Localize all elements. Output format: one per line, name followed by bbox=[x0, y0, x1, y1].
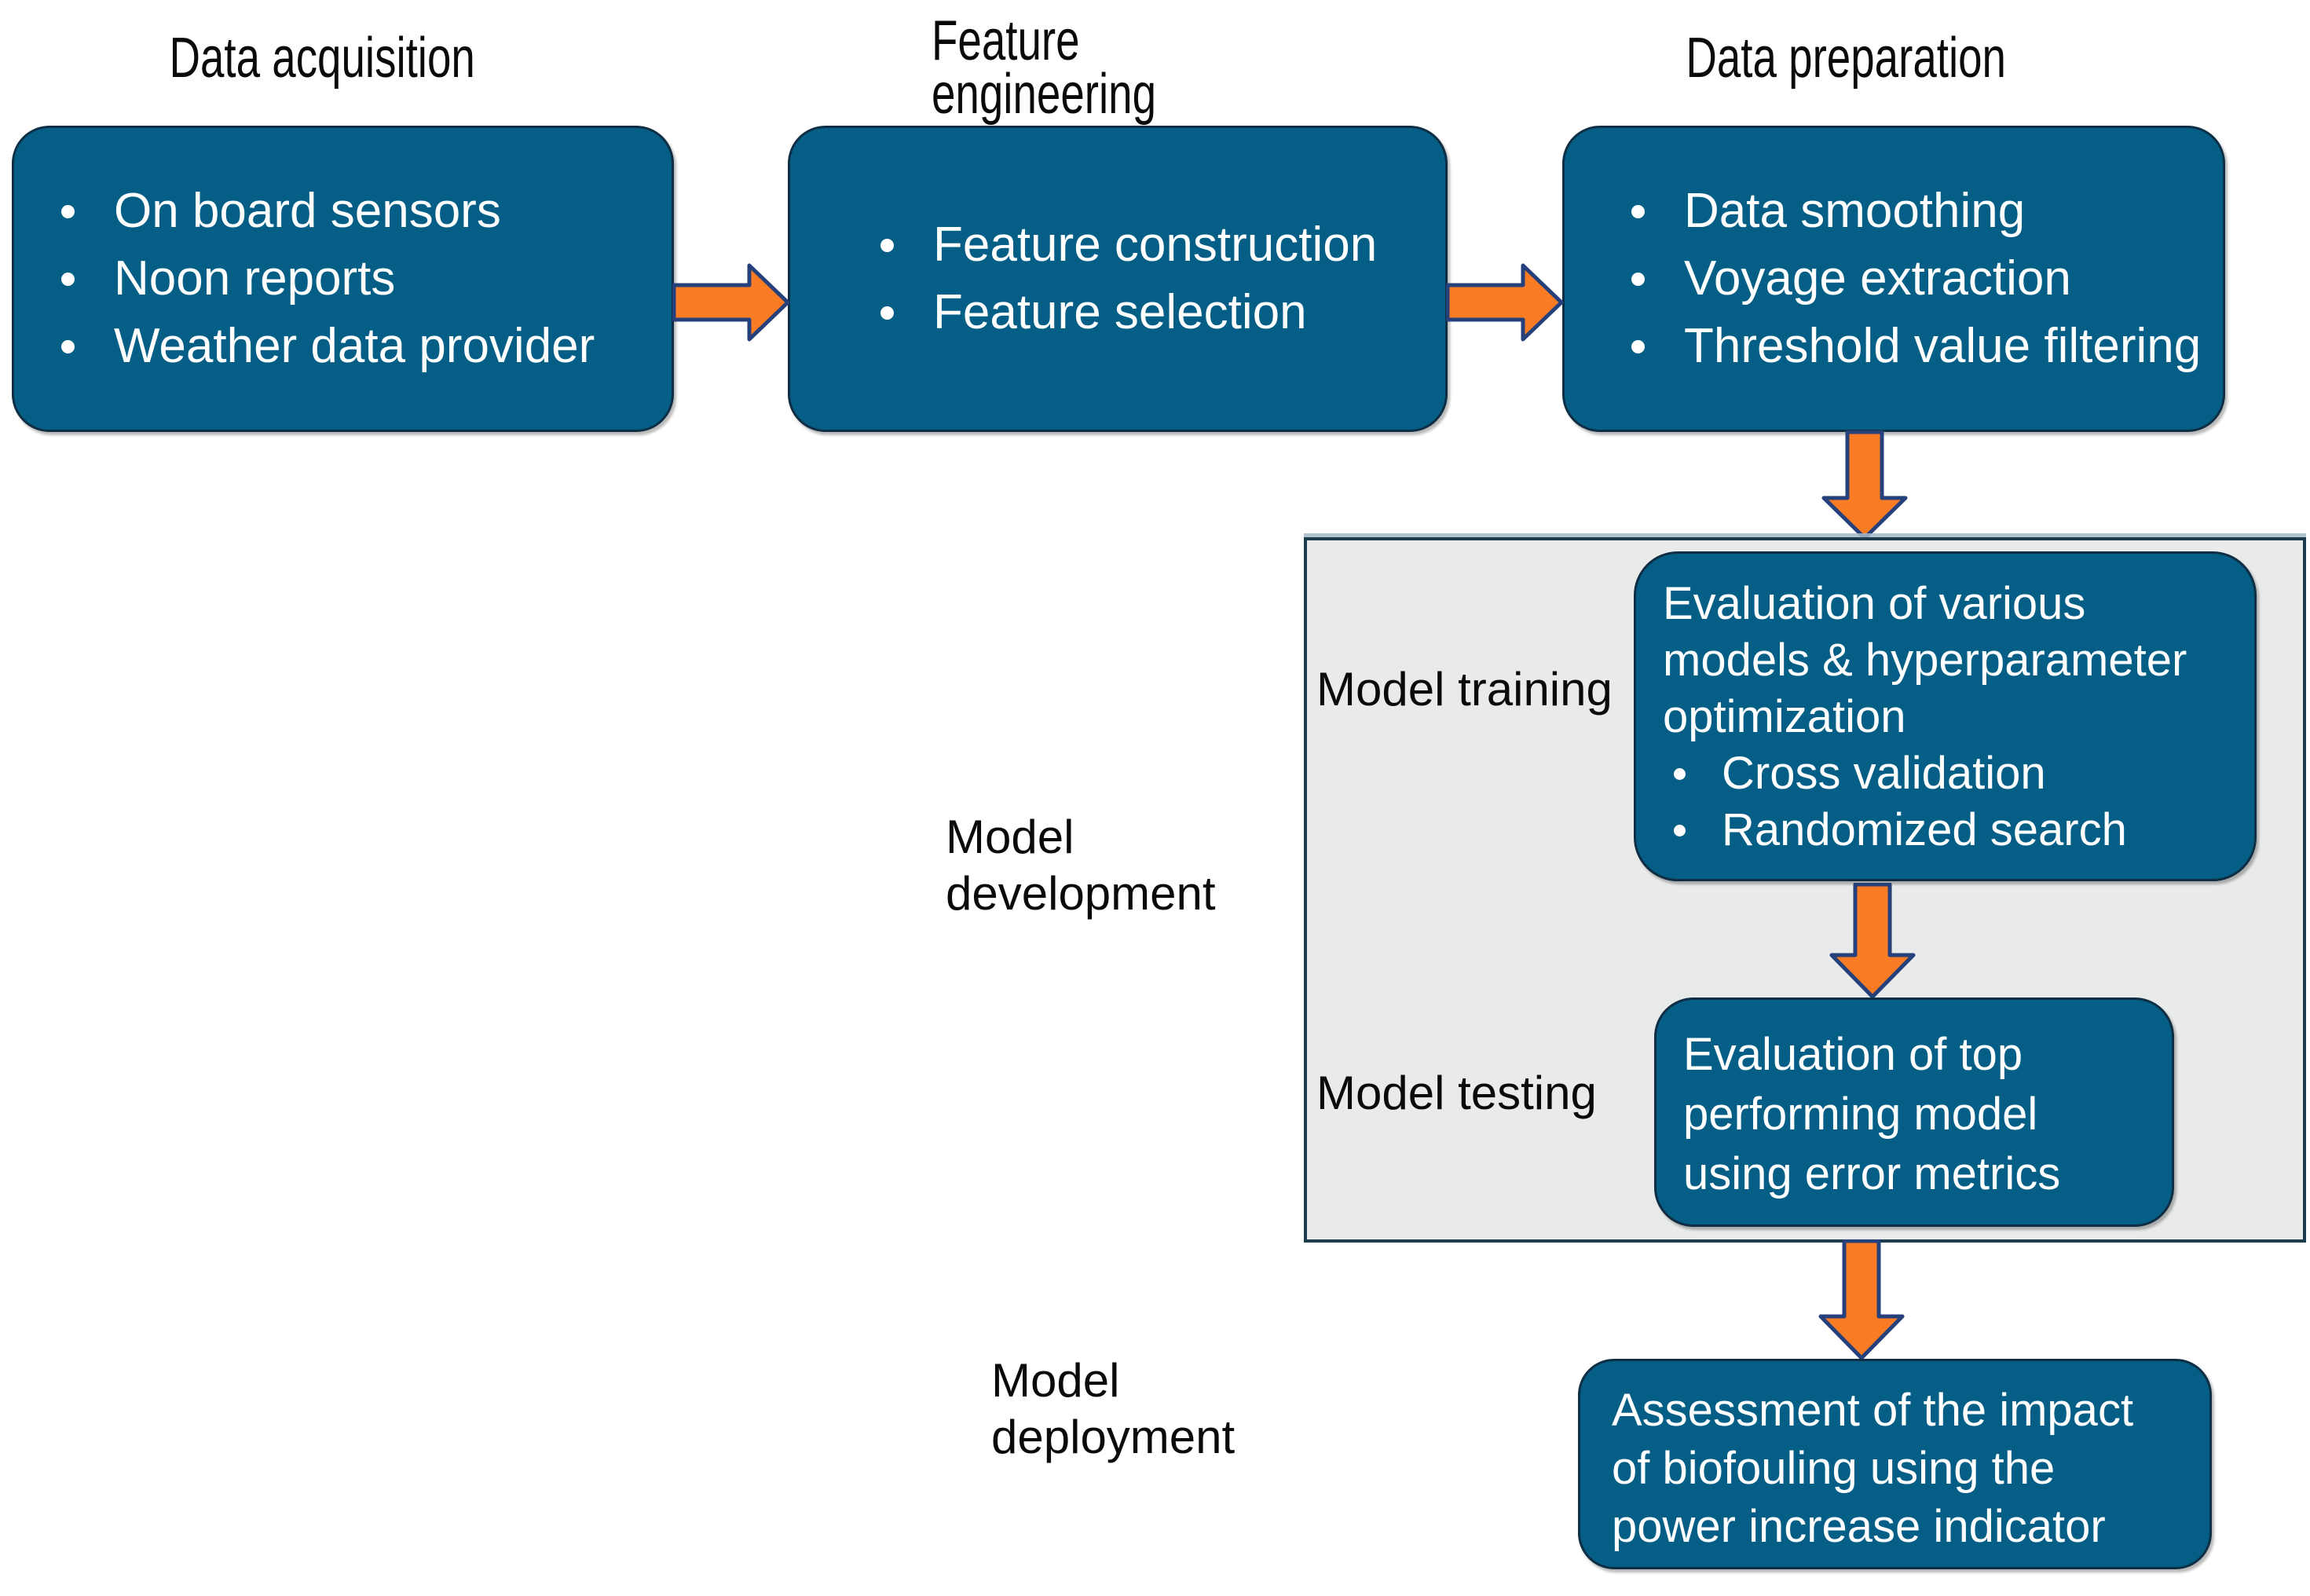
list-item: Data smoothing bbox=[1631, 187, 2223, 236]
bullet-text: Feature construction bbox=[933, 218, 1378, 272]
label-model-deployment: Model deployment bbox=[991, 1353, 1235, 1466]
bullet-icon bbox=[1631, 204, 1645, 218]
bullet-text: Noon reports bbox=[114, 251, 396, 306]
list-item: Randomized search bbox=[1663, 802, 2239, 858]
arrow-down-training-to-testing bbox=[1829, 883, 1916, 999]
list-item: Threshold value filtering bbox=[1631, 322, 2223, 371]
model-deployment-line: of biofouling using the bbox=[1612, 1443, 2056, 1494]
bullet-icon bbox=[880, 306, 894, 320]
model-deployment-text: Assessment of the impact of biofouling u… bbox=[1612, 1382, 2194, 1556]
title-feature-engineering: Feature engineering bbox=[932, 9, 1227, 126]
arrow-right-engineering-to-preparation bbox=[1446, 263, 1564, 342]
bullet-text: Weather data provider bbox=[114, 319, 595, 373]
list-item: Noon reports bbox=[61, 254, 672, 303]
data-preparation-list: Data smoothing Voyage extraction Thresho… bbox=[1565, 128, 2223, 430]
box-data-acquisition: On board sensors Noon reports Weather da… bbox=[12, 126, 674, 432]
bullet-text: Voyage extraction bbox=[1684, 251, 2071, 306]
model-testing-line: Evaluation of top bbox=[1683, 1029, 2023, 1080]
list-item: Voyage extraction bbox=[1631, 254, 2223, 303]
arrow-down-development-to-deployment bbox=[1818, 1239, 1905, 1360]
bullet-icon bbox=[1674, 824, 1686, 836]
box-model-deployment: Assessment of the impact of biofouling u… bbox=[1578, 1359, 2212, 1569]
title-data-acquisition: Data acquisition bbox=[110, 27, 534, 90]
bullet-text: On board sensors bbox=[114, 184, 501, 238]
bullet-icon bbox=[1631, 272, 1645, 286]
bullet-text: Feature selection bbox=[933, 285, 1307, 339]
label-model-development-line2: development bbox=[946, 867, 1216, 920]
arrow-right-acquisition-to-engineering bbox=[672, 263, 790, 342]
list-item: Weather data provider bbox=[61, 322, 672, 371]
list-item: Feature construction bbox=[880, 221, 1445, 269]
bullet-icon bbox=[1674, 767, 1686, 780]
bullet-icon bbox=[1631, 339, 1645, 353]
label-model-development-line1: Model bbox=[946, 811, 1074, 863]
model-training-line: models & hyperparameter bbox=[1663, 635, 2187, 686]
bullet-text: Threshold value filtering bbox=[1684, 319, 2202, 373]
data-acquisition-list: On board sensors Noon reports Weather da… bbox=[14, 128, 672, 430]
model-training-line: optimization bbox=[1663, 691, 1906, 742]
label-model-development: Model development bbox=[946, 809, 1216, 922]
box-model-training: Evaluation of various models & hyperpara… bbox=[1634, 551, 2257, 881]
label-model-training: Model training bbox=[1316, 663, 1613, 716]
model-testing-text: Evaluation of top performing model using… bbox=[1683, 1025, 2156, 1204]
bullet-icon bbox=[61, 204, 75, 218]
bullet-text: Cross validation bbox=[1722, 748, 2046, 799]
title-data-preparation: Data preparation bbox=[1634, 27, 2058, 90]
bullet-text: Data smoothing bbox=[1684, 184, 2026, 238]
model-deployment-line: power increase indicator bbox=[1612, 1501, 2106, 1552]
arrow-down-preparation-to-development bbox=[1821, 430, 1908, 540]
model-training-text: Evaluation of various models & hyperpara… bbox=[1663, 576, 2239, 858]
box-feature-engineering: Feature construction Feature selection bbox=[788, 126, 1448, 432]
box-data-preparation: Data smoothing Voyage extraction Thresho… bbox=[1562, 126, 2225, 432]
label-model-deployment-line1: Model bbox=[991, 1354, 1120, 1407]
box-model-testing: Evaluation of top performing model using… bbox=[1654, 998, 2174, 1227]
model-testing-line: using error metrics bbox=[1683, 1148, 2061, 1199]
list-item: Cross validation bbox=[1663, 745, 2239, 802]
list-item: On board sensors bbox=[61, 187, 672, 236]
label-model-deployment-line2: deployment bbox=[991, 1411, 1236, 1463]
model-deployment-line: Assessment of the impact bbox=[1612, 1385, 2134, 1436]
model-testing-line: performing model bbox=[1683, 1089, 2038, 1140]
title-data-acquisition-text: Data acquisition bbox=[169, 27, 475, 90]
model-training-line: Evaluation of various bbox=[1663, 578, 2086, 629]
list-item: Feature selection bbox=[880, 288, 1445, 337]
title-data-preparation-text: Data preparation bbox=[1686, 27, 2006, 90]
label-model-testing: Model testing bbox=[1316, 1067, 1597, 1119]
title-feature-engineering-line2: engineering bbox=[932, 63, 1156, 126]
bullet-icon bbox=[61, 339, 75, 353]
title-feature-engineering-line1: Feature bbox=[932, 9, 1080, 72]
bullet-icon bbox=[880, 238, 894, 252]
bullet-text: Randomized search bbox=[1722, 804, 2127, 855]
bullet-icon bbox=[61, 272, 75, 286]
feature-engineering-list: Feature construction Feature selection bbox=[790, 128, 1445, 430]
